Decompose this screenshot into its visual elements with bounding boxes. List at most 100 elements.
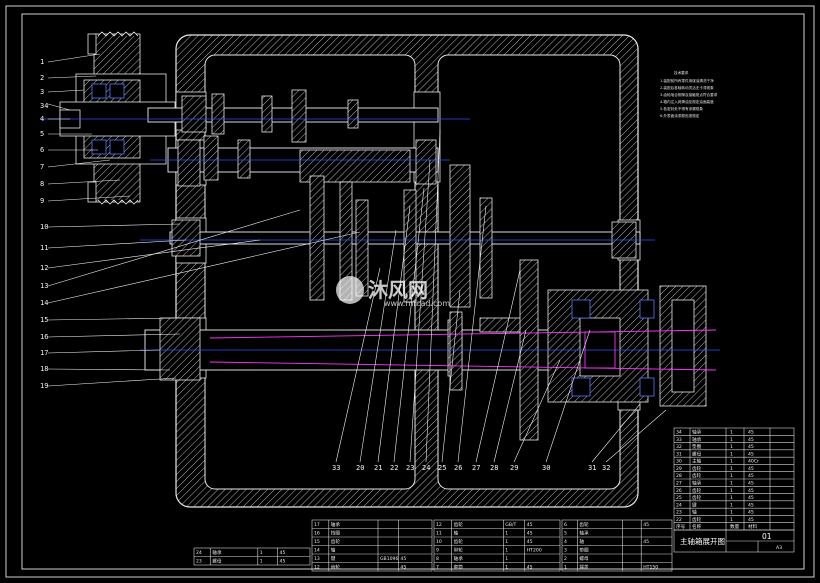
bottom-table-cell: 轴承 <box>454 555 464 562</box>
parts-list-cell: 轴承 <box>692 479 702 486</box>
part-number-label: 3 <box>40 88 44 96</box>
bottom-table-cell: 1 <box>564 565 567 571</box>
part-number-label: 20 <box>356 464 364 472</box>
bottom-table-cell: 45 <box>400 556 406 562</box>
note-line: 3.齿轮啮合侧隙及接触斑点符合要求 <box>660 92 718 97</box>
parts-list-cell: 45 <box>748 502 754 508</box>
bottom-table-cell: 轴承 <box>579 530 589 537</box>
part-number-label: 8 <box>40 180 44 188</box>
parts-list-cell: 1 <box>730 429 733 435</box>
bottom-table-cell: 1 <box>505 548 508 554</box>
watermark: 沐风网 www.mfcad.com <box>336 276 450 308</box>
bottom-table-cell: 垫圈 <box>579 547 589 554</box>
bottom-table-cell: 45 <box>643 539 649 545</box>
parts-list-cell: 45 <box>748 517 754 523</box>
bottom-table-cell: 齿轮 <box>454 538 464 545</box>
parts-list-cell: 45 <box>748 480 754 486</box>
bottom-table-cell: 16 <box>314 531 320 537</box>
part-number-label: 13 <box>40 282 48 290</box>
parts-list-cell: 33 <box>676 437 682 443</box>
parts-list-cell: 1 <box>730 495 733 501</box>
bottom-table-cell: 1 <box>505 531 508 537</box>
bottom-table-cell: 12 <box>436 522 442 528</box>
parts-list-cell: 垫圈 <box>692 443 702 450</box>
part-number-label: 16 <box>40 333 48 341</box>
bottom-table-cell: 套筒 <box>454 564 464 571</box>
svg-text:www.mfcad.com: www.mfcad.com <box>384 299 450 308</box>
parts-list-header: 名称 <box>692 523 702 530</box>
bottom-table-cell: 12 <box>314 565 320 571</box>
bottom-table-cell: 45 <box>527 522 533 528</box>
parts-list-cell: 1 <box>730 451 733 457</box>
parts-list-cell: 轴承 <box>692 428 702 435</box>
parts-list-cell: 45 <box>748 429 754 435</box>
part-number-label: 6 <box>40 146 44 154</box>
part-number-label: 17 <box>40 349 48 357</box>
inner-frame <box>21 13 805 570</box>
note-line: 5.各密封处不得有渗漏现象 <box>660 106 703 111</box>
part-number-label: 15 <box>40 316 48 324</box>
note-line: 1.装配前所有零件用煤油清洗干净 <box>660 78 714 83</box>
parts-list-cell: 齿轮 <box>692 465 702 472</box>
bottom-table-cell: 17 <box>314 522 320 528</box>
parts-list-cell: 40Cr <box>748 459 759 465</box>
parts-list-cell: 30 <box>676 459 682 465</box>
bottom-table-cell: 14 <box>314 548 320 554</box>
shaft-1 <box>147 89 439 143</box>
parts-list-cell: 45 <box>748 444 754 450</box>
part-number-label: 27 <box>472 464 480 472</box>
part-number-label: 22 <box>390 464 398 472</box>
bottom-table-cell: 45 <box>643 522 649 528</box>
part-number-label: 10 <box>40 223 48 231</box>
note-line: 6.外表面涂漆颜色按规定 <box>660 113 700 118</box>
bottom-table-cell: 轴 <box>579 538 584 545</box>
note-line: 4.箱内注入润滑油至规定油面高度 <box>660 99 714 104</box>
part-number-label: 23 <box>406 464 414 472</box>
spindle-bore <box>584 331 616 369</box>
bottom-table-cell: 带轮 <box>454 547 464 554</box>
bottom-table-cell: 3 <box>564 548 567 554</box>
parts-list-cell: 齿轮 <box>692 494 702 501</box>
parts-list-cell: 45 <box>748 495 754 501</box>
parts-list-cell: 28 <box>676 473 682 479</box>
parts-list-cell: 45 <box>748 451 754 457</box>
bottom-table-cell: 齿轮 <box>331 538 341 545</box>
parts-list-cell: 45 <box>748 510 754 516</box>
parts-list-cell: 45 <box>748 473 754 479</box>
parts-list-cell: 29 <box>676 466 682 472</box>
outer-frame <box>5 5 815 578</box>
bottom-table-cell: 齿轮 <box>331 564 341 571</box>
bottom-table-cell: 螺母 <box>212 558 222 565</box>
bottom-table-cell: 10 <box>436 539 442 545</box>
parts-list-cell: 1 <box>730 510 733 516</box>
bottom-table-cell: 1 <box>505 565 508 571</box>
bottom-table-cell: 齿轮 <box>454 521 464 528</box>
parts-list-cell: 31 <box>676 451 682 457</box>
part-number-label: 24 <box>422 464 430 472</box>
parts-list-cell: 1 <box>730 466 733 472</box>
part-number-label: 7 <box>40 163 44 171</box>
part-number-label: 1 <box>40 58 44 66</box>
parts-list-cell: 25 <box>676 495 682 501</box>
parts-list-cell: 键 <box>692 501 697 508</box>
bottom-table-cell: 11 <box>436 531 442 537</box>
bottom-table-cell: 15 <box>314 539 320 545</box>
part-number-label: 11 <box>40 244 48 252</box>
bottom-table-cell: 轴承 <box>212 549 222 556</box>
parts-list-cell: 45 <box>748 466 754 472</box>
bottom-table-cell: 端盖 <box>579 564 589 571</box>
part-number-label: 2 <box>40 74 44 82</box>
parts-list-cell: 1 <box>730 473 733 479</box>
parts-list-cell: 45 <box>748 437 754 443</box>
part-number-label: 34 <box>40 102 48 110</box>
parts-list-cell: 34 <box>676 429 682 435</box>
title-block: 主轴箱展开图 01 A3 <box>673 529 795 553</box>
parts-list-header: 数量 <box>730 523 740 530</box>
bottom-table-cell: 45 <box>280 550 286 556</box>
parts-list-cell: 22 <box>676 517 682 523</box>
parts-list-cell: 螺母 <box>692 450 702 457</box>
parts-list-cell: 27 <box>676 480 682 486</box>
part-number-label: 33 <box>332 464 340 472</box>
